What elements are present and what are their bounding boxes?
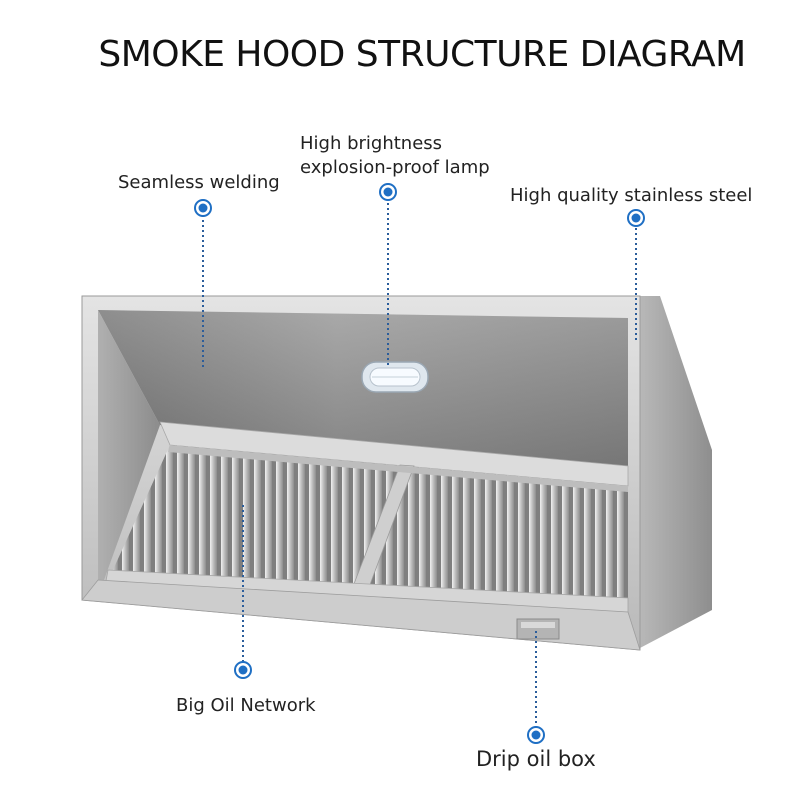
marker-lamp xyxy=(383,187,393,197)
diagram-title: SMOKE HOOD STRUCTURE DIAGRAM xyxy=(98,34,746,75)
marker-stainless-steel xyxy=(631,213,641,223)
marker-oil-network xyxy=(238,665,248,675)
callout-oil-network: Big Oil Network xyxy=(176,695,316,716)
marker-drip-box xyxy=(531,730,541,740)
explosion-proof-lamp xyxy=(361,361,429,393)
hood-left-inner-wall xyxy=(98,310,160,580)
callout-seamless-welding: Seamless welding xyxy=(118,172,280,193)
hood-right-side-panel xyxy=(640,296,712,648)
oil-network-filter xyxy=(112,445,628,600)
callout-markers xyxy=(194,183,645,744)
callout-lamp-line2: explosion-proof lamp xyxy=(300,157,490,178)
callout-stainless-steel: High quality stainless steel xyxy=(510,185,753,206)
callout-lamp-line1: High brightness xyxy=(300,133,443,154)
callout-drip-box: Drip oil box xyxy=(476,747,596,771)
marker-seamless-welding xyxy=(198,203,208,213)
hood-lower-trim xyxy=(81,579,641,651)
